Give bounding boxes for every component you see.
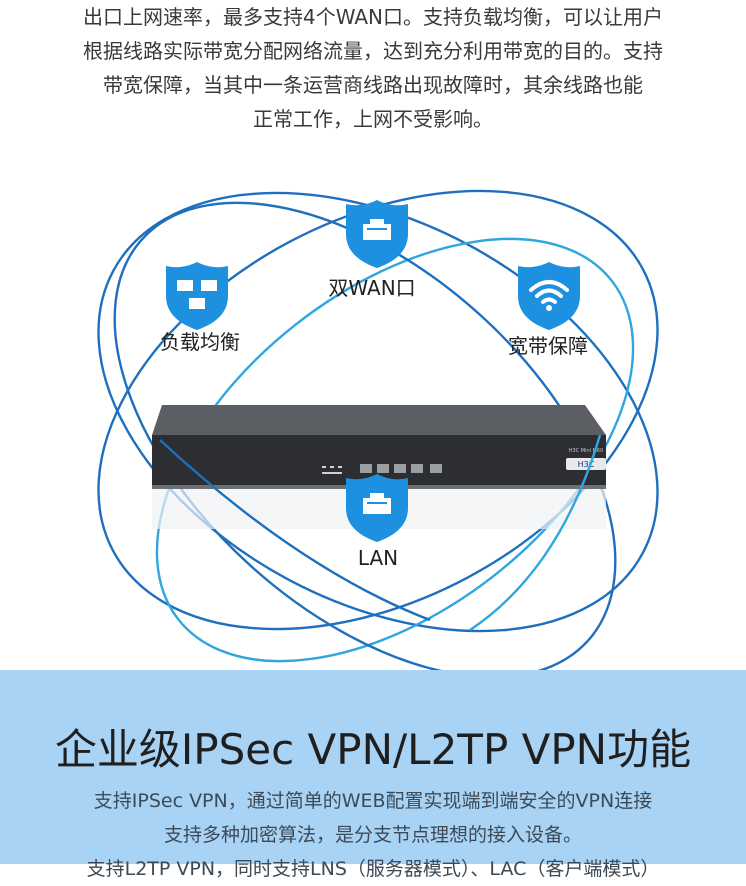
feature-diagram: H3C H3C Mini M60 双WAN口 负载均衡 宽带保障 xyxy=(0,150,746,670)
device-brand-badge: H3C xyxy=(578,460,595,469)
section-description: 支持IPSec VPN，通过简单的WEB配置实现端到端安全的VPN连接 支持多种… xyxy=(0,784,746,886)
section-desc-line: 支持IPSec VPN，通过简单的WEB配置实现端到端安全的VPN连接 xyxy=(93,790,653,812)
feature-label-lan: LAN xyxy=(357,546,399,570)
section-desc-line: 支持L2TP VPN，同时支持LNS（服务器模式）、LAC（客户端模式） xyxy=(86,858,660,880)
intro-line: 正常工作，上网不受影响。 xyxy=(253,107,493,131)
device-model-text: H3C Mini M60 xyxy=(569,448,604,454)
intro-line: 出口上网速率，最多支持4个WAN口。支持负载均衡，可以让用户 xyxy=(82,5,664,29)
orbit-ring xyxy=(97,191,659,633)
ethernet-port-icon xyxy=(346,200,408,268)
orbit-ring xyxy=(155,237,635,663)
intro-line: 根据线路实际带宽分配网络流量，达到充分利用带宽的目的。支持 xyxy=(83,39,663,63)
feature-label-broadband: 宽带保障 xyxy=(508,334,588,358)
orbit-ring xyxy=(97,189,659,631)
section-desc-line: 支持多种加密算法，是分支节点理想的接入设备。 xyxy=(163,824,582,846)
section-title: 企业级IPSec VPN/L2TP VPN功能 xyxy=(54,725,692,774)
intro-line: 带宽保障，当其中一条运营商线路出现故障时，其余线路也能 xyxy=(103,73,643,97)
wifi-icon xyxy=(518,262,580,330)
feature-label-dual-wan: 双WAN口 xyxy=(328,276,416,300)
feature-label-load-balance: 负载均衡 xyxy=(160,330,240,354)
lan-port-icon xyxy=(346,474,408,542)
vpn-section: 企业级IPSec VPN/L2TP VPN功能 支持IPSec VPN，通过简单… xyxy=(0,670,746,880)
multi-port-icon xyxy=(166,262,228,330)
orbit-ring xyxy=(113,201,617,670)
